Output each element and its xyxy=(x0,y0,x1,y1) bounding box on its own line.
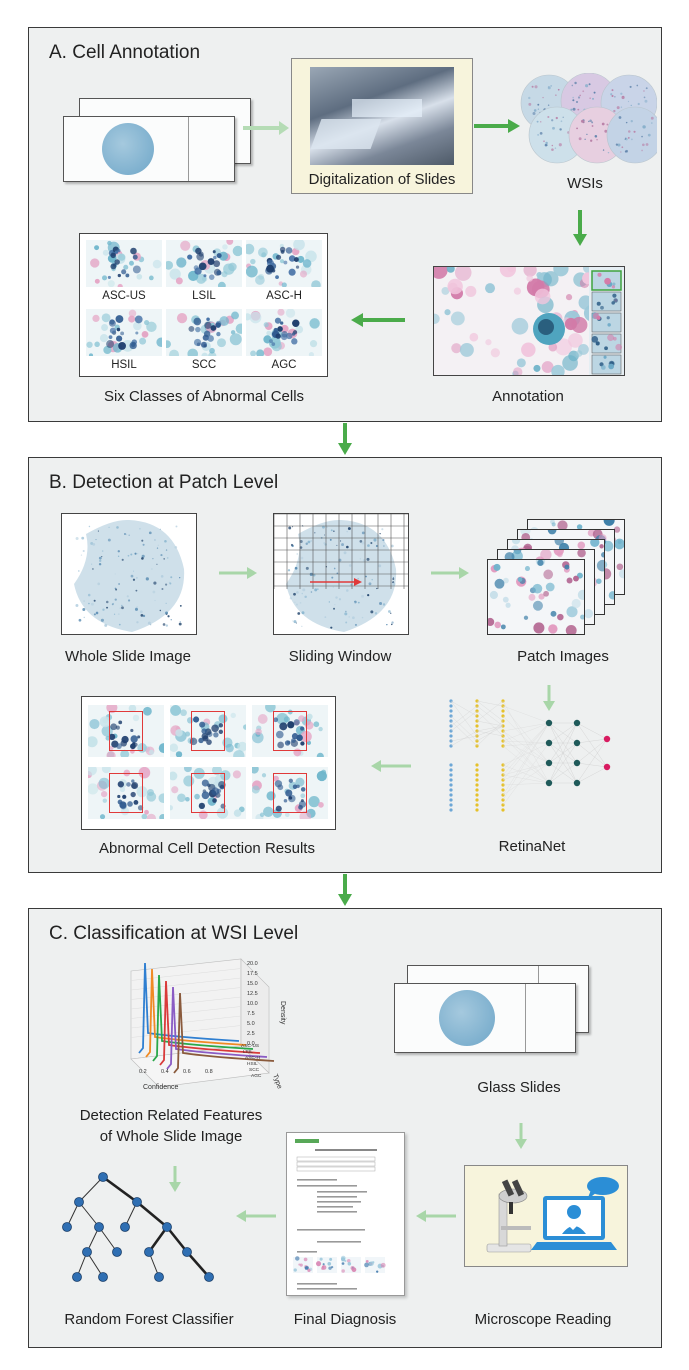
patch-image xyxy=(487,559,585,635)
svg-text:SCC: SCC xyxy=(249,1067,260,1073)
arrow-left-c1 xyxy=(416,1210,456,1222)
final-diagnosis-label: Final Diagnosis xyxy=(293,1311,397,1328)
panel-classification: C. Classification at WSI Level 20.0 17.5 1… xyxy=(28,908,662,1348)
detection-box xyxy=(109,773,144,813)
panel-c-title: C. Classification at WSI Level xyxy=(49,923,299,944)
detection-box xyxy=(109,711,144,751)
cell-class-image xyxy=(166,240,242,287)
arrow-left-1 xyxy=(351,313,405,327)
svg-text:ASC-H: ASC-H xyxy=(245,1055,260,1061)
cell-class-label: AGC xyxy=(271,359,297,371)
sliding-window-label: Sliding Window xyxy=(288,648,392,665)
arrow-left-c2 xyxy=(236,1210,276,1222)
features-label-line1: Detection Related Features xyxy=(79,1107,263,1124)
panel-a-title: A. Cell Annotation xyxy=(49,42,201,63)
sliding-window-box xyxy=(273,513,409,635)
panel-b-title: B. Detection at Patch Level xyxy=(49,472,279,493)
digitalization-label: Digitalization of Slides xyxy=(308,171,456,188)
svg-text:LSIL: LSIL xyxy=(243,1049,253,1055)
features-label-line2: of Whole Slide Image xyxy=(99,1128,243,1145)
annotation-image xyxy=(433,266,625,376)
panel-detection: B. Detection at Patch Level Whole Slide … xyxy=(28,457,662,873)
svg-text:15.0: 15.0 xyxy=(247,981,258,987)
random-forest-label: Random Forest Classifier xyxy=(64,1311,234,1328)
cell-class-image xyxy=(246,240,322,287)
wsis-label: WSIs xyxy=(567,175,603,192)
patch-images-stack xyxy=(487,513,637,638)
svg-text:12.5: 12.5 xyxy=(247,991,258,997)
panel-cell-annotation: A. Cell Annotation Digitalization of Sli… xyxy=(28,27,664,422)
microscope-box xyxy=(464,1165,628,1267)
arrow-a-to-b xyxy=(338,423,352,455)
detection-patch xyxy=(252,705,328,757)
random-forest-tree xyxy=(59,1167,229,1292)
arrow-down-c2 xyxy=(169,1166,181,1192)
svg-text:AGC: AGC xyxy=(251,1073,262,1079)
svg-text:0.8: 0.8 xyxy=(205,1069,213,1075)
retinanet-label: RetinaNet xyxy=(498,838,566,855)
six-classes-label: Six Classes of Abnormal Cells xyxy=(103,388,305,405)
final-diagnosis-document xyxy=(286,1132,405,1296)
specimen-circle xyxy=(102,123,154,175)
arrow-right-1 xyxy=(243,121,289,135)
arrow-left-b xyxy=(371,760,411,772)
svg-text:20.0: 20.0 xyxy=(247,961,258,967)
svg-text:0.2: 0.2 xyxy=(139,1069,147,1075)
svg-text:7.5: 7.5 xyxy=(247,1011,255,1017)
svg-text:2.5: 2.5 xyxy=(247,1031,255,1037)
detection-box xyxy=(273,773,308,813)
cell-class-label: LSIL xyxy=(192,290,216,302)
detection-patch xyxy=(88,705,164,757)
microscope-label: Microscope Reading xyxy=(474,1311,612,1328)
detection-box xyxy=(191,711,226,751)
specimen-circle-c xyxy=(439,990,495,1046)
cell-class-label: ASC-US xyxy=(102,290,146,302)
wsi-stack xyxy=(517,72,664,168)
svg-text:Type: Type xyxy=(271,1073,283,1090)
arrow-right-b1 xyxy=(219,567,257,579)
arrow-down-b xyxy=(543,685,555,711)
glass-slides-label: Glass Slides xyxy=(477,1079,561,1096)
whole-slide-box xyxy=(61,513,197,635)
cell-class-image xyxy=(86,309,162,356)
svg-text:Density: Density xyxy=(279,1001,286,1025)
detection-results-label: Abnormal Cell Detection Results xyxy=(99,840,315,857)
detection-box xyxy=(191,773,226,813)
cell-class-label: HSIL xyxy=(111,359,137,371)
detection-results-grid xyxy=(81,696,336,830)
svg-text:Confidence: Confidence xyxy=(143,1084,179,1091)
arrow-b-to-c xyxy=(338,874,352,906)
six-classes-grid: ASC-US LSIL ASC-H HSIL SCC AGC xyxy=(79,233,328,377)
svg-text:5.0: 5.0 xyxy=(247,1021,255,1027)
svg-text:10.0: 10.0 xyxy=(247,1001,258,1007)
detection-patch xyxy=(88,767,164,819)
cell-class-label: SCC xyxy=(191,359,217,371)
arrow-down-1 xyxy=(573,210,587,246)
arrow-right-2 xyxy=(474,119,520,133)
detection-box xyxy=(273,711,308,751)
svg-text:17.5: 17.5 xyxy=(247,971,258,977)
cell-class-image xyxy=(166,309,242,356)
cell-class-image xyxy=(86,240,162,287)
annotation-label: Annotation xyxy=(492,388,564,405)
arrow-right-b2 xyxy=(431,567,469,579)
cell-class-image xyxy=(246,309,322,356)
glass-slide-c-front xyxy=(394,983,576,1053)
retinanet-diagram xyxy=(439,693,639,823)
detection-patch xyxy=(170,705,246,757)
whole-slide-label: Whole Slide Image xyxy=(65,648,191,665)
cell-class-label: ASC-H xyxy=(266,290,302,302)
svg-text:ASC-US: ASC-US xyxy=(241,1043,259,1049)
digitalization-box: Digitalization of Slides xyxy=(291,58,473,194)
svg-text:0.0: 0.0 xyxy=(247,1041,255,1047)
detection-patch xyxy=(170,767,246,819)
patch-images-label: Patch Images xyxy=(517,648,609,665)
svg-text:0.4: 0.4 xyxy=(161,1069,169,1075)
feature-plot: 20.0 17.5 15.0 12.5 10.0 7.5 5.0 2.5 0.0 Density 0… xyxy=(91,951,291,1126)
svg-text:HSIL: HSIL xyxy=(247,1061,258,1067)
svg-text:0.6: 0.6 xyxy=(183,1069,191,1075)
detection-patch xyxy=(252,767,328,819)
arrow-down-c1 xyxy=(515,1123,527,1149)
glass-slide-front xyxy=(63,116,235,182)
